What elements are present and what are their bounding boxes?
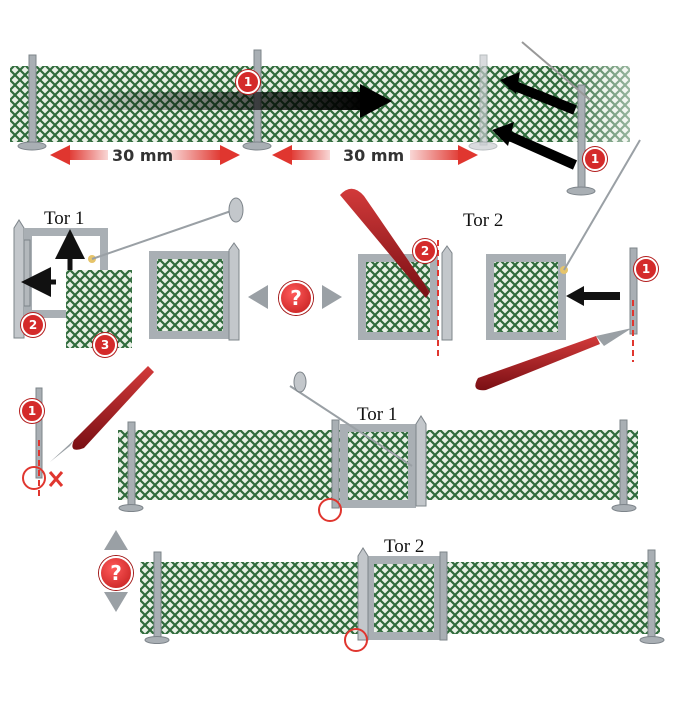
- top-fence: [10, 40, 700, 196]
- step-badge-3-left: 3: [93, 333, 117, 357]
- step-badge-2-left: 2: [21, 313, 45, 337]
- dimension-label-left: 30 mm: [112, 146, 174, 165]
- label-tor1-bottom: Tor 1: [357, 404, 398, 425]
- post-cut-detail: [22, 366, 154, 500]
- question-icon-lower: ?: [99, 556, 133, 590]
- step-badge-2-knife: 2: [413, 239, 437, 263]
- swap-arrows: [248, 285, 342, 309]
- question-icon-middle: ?: [279, 281, 313, 315]
- step-badge-1-post: 1: [634, 257, 658, 281]
- fence-tor2: [140, 547, 665, 652]
- fence-tor1: [118, 371, 638, 522]
- gate2-cut: [340, 188, 453, 356]
- step-badge-1-post-left: 1: [20, 399, 44, 423]
- label-tor2-top: Tor 2: [463, 210, 504, 231]
- gate1-assembled: [149, 242, 240, 341]
- gate2-assembly: [475, 139, 641, 391]
- step-badge-1-top: 1: [236, 70, 260, 94]
- vertical-swap-arrows: [104, 530, 128, 612]
- step-badge-1-right: 1: [583, 147, 607, 171]
- label-tor2-bottom: Tor 2: [384, 536, 425, 557]
- label-tor1-top: Tor 1: [44, 208, 85, 229]
- dimension-label-right: 30 mm: [343, 146, 405, 165]
